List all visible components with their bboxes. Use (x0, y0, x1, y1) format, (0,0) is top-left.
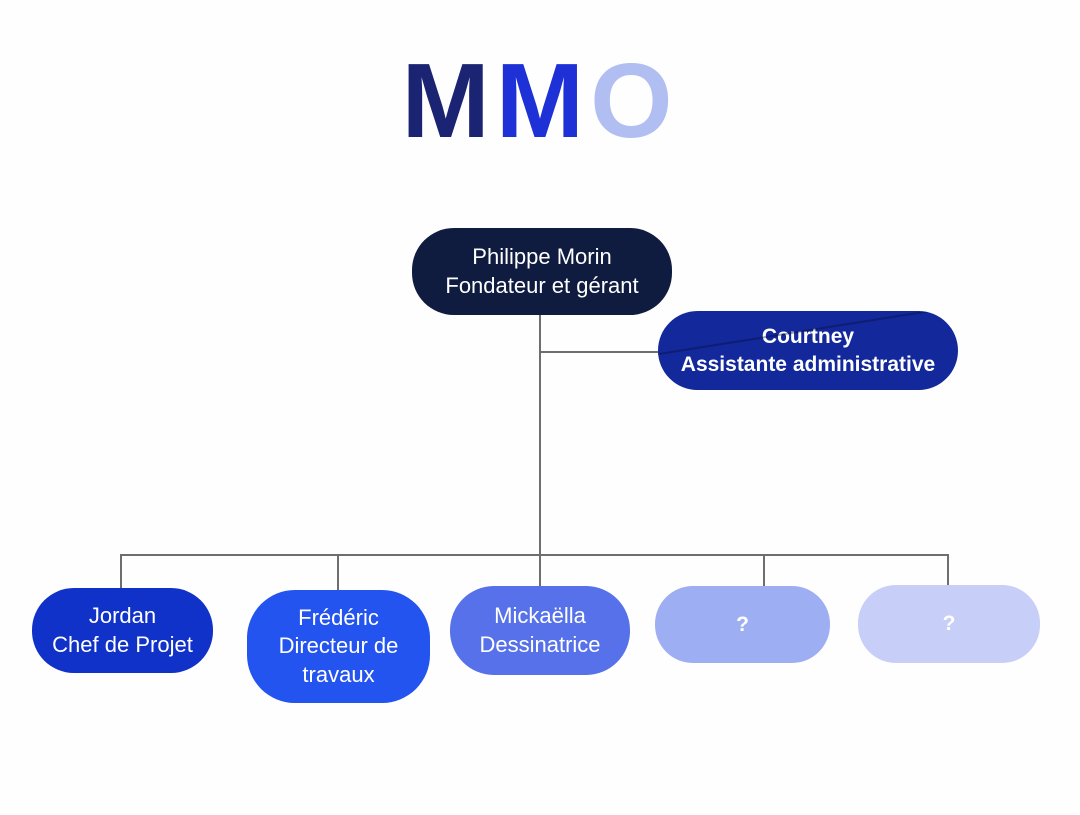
person-role: Assistante administrative (680, 352, 936, 376)
connector-drop-unknown1 (763, 554, 765, 588)
connector-assistant-branch (539, 351, 660, 353)
logo-letter-o: O (590, 42, 679, 160)
person-role: Directeur de travaux (278, 633, 399, 687)
company-logo: MMO (401, 48, 678, 154)
logo-letter-m1: M (401, 42, 496, 160)
connector-root-trunk (539, 315, 541, 586)
connector-drop-frederic (337, 554, 339, 592)
person-name: Mickaëlla (494, 602, 586, 628)
person-role: Fondateur et gérant (445, 272, 639, 298)
person-role: Dessinatrice (479, 631, 601, 657)
org-node-frederic: Frédéric Directeur de travaux (247, 590, 430, 703)
person-name: ? (942, 612, 956, 635)
org-node-unknown-1: ? (655, 586, 830, 663)
org-node-founder: Philippe Morin Fondateur et gérant (412, 228, 672, 315)
person-name: Philippe Morin (472, 244, 612, 270)
person-name: ? (736, 612, 749, 636)
connector-children-bus (120, 554, 949, 556)
org-node-jordan: Jordan Chef de Projet (32, 588, 213, 673)
person-name: Jordan (88, 602, 157, 628)
logo-letter-m2: M (495, 42, 591, 160)
person-role: Chef de Projet (52, 631, 193, 657)
connector-drop-unknown2 (947, 554, 949, 587)
org-node-unknown-2: ? (858, 585, 1040, 663)
connector-drop-jordan (120, 554, 122, 590)
person-name: Frédéric (298, 604, 379, 630)
org-node-assistant: Courtney Assistante administrative (658, 311, 958, 390)
person-name: Courtney (761, 325, 855, 349)
org-node-mickaella: Mickaëlla Dessinatrice (450, 586, 630, 675)
